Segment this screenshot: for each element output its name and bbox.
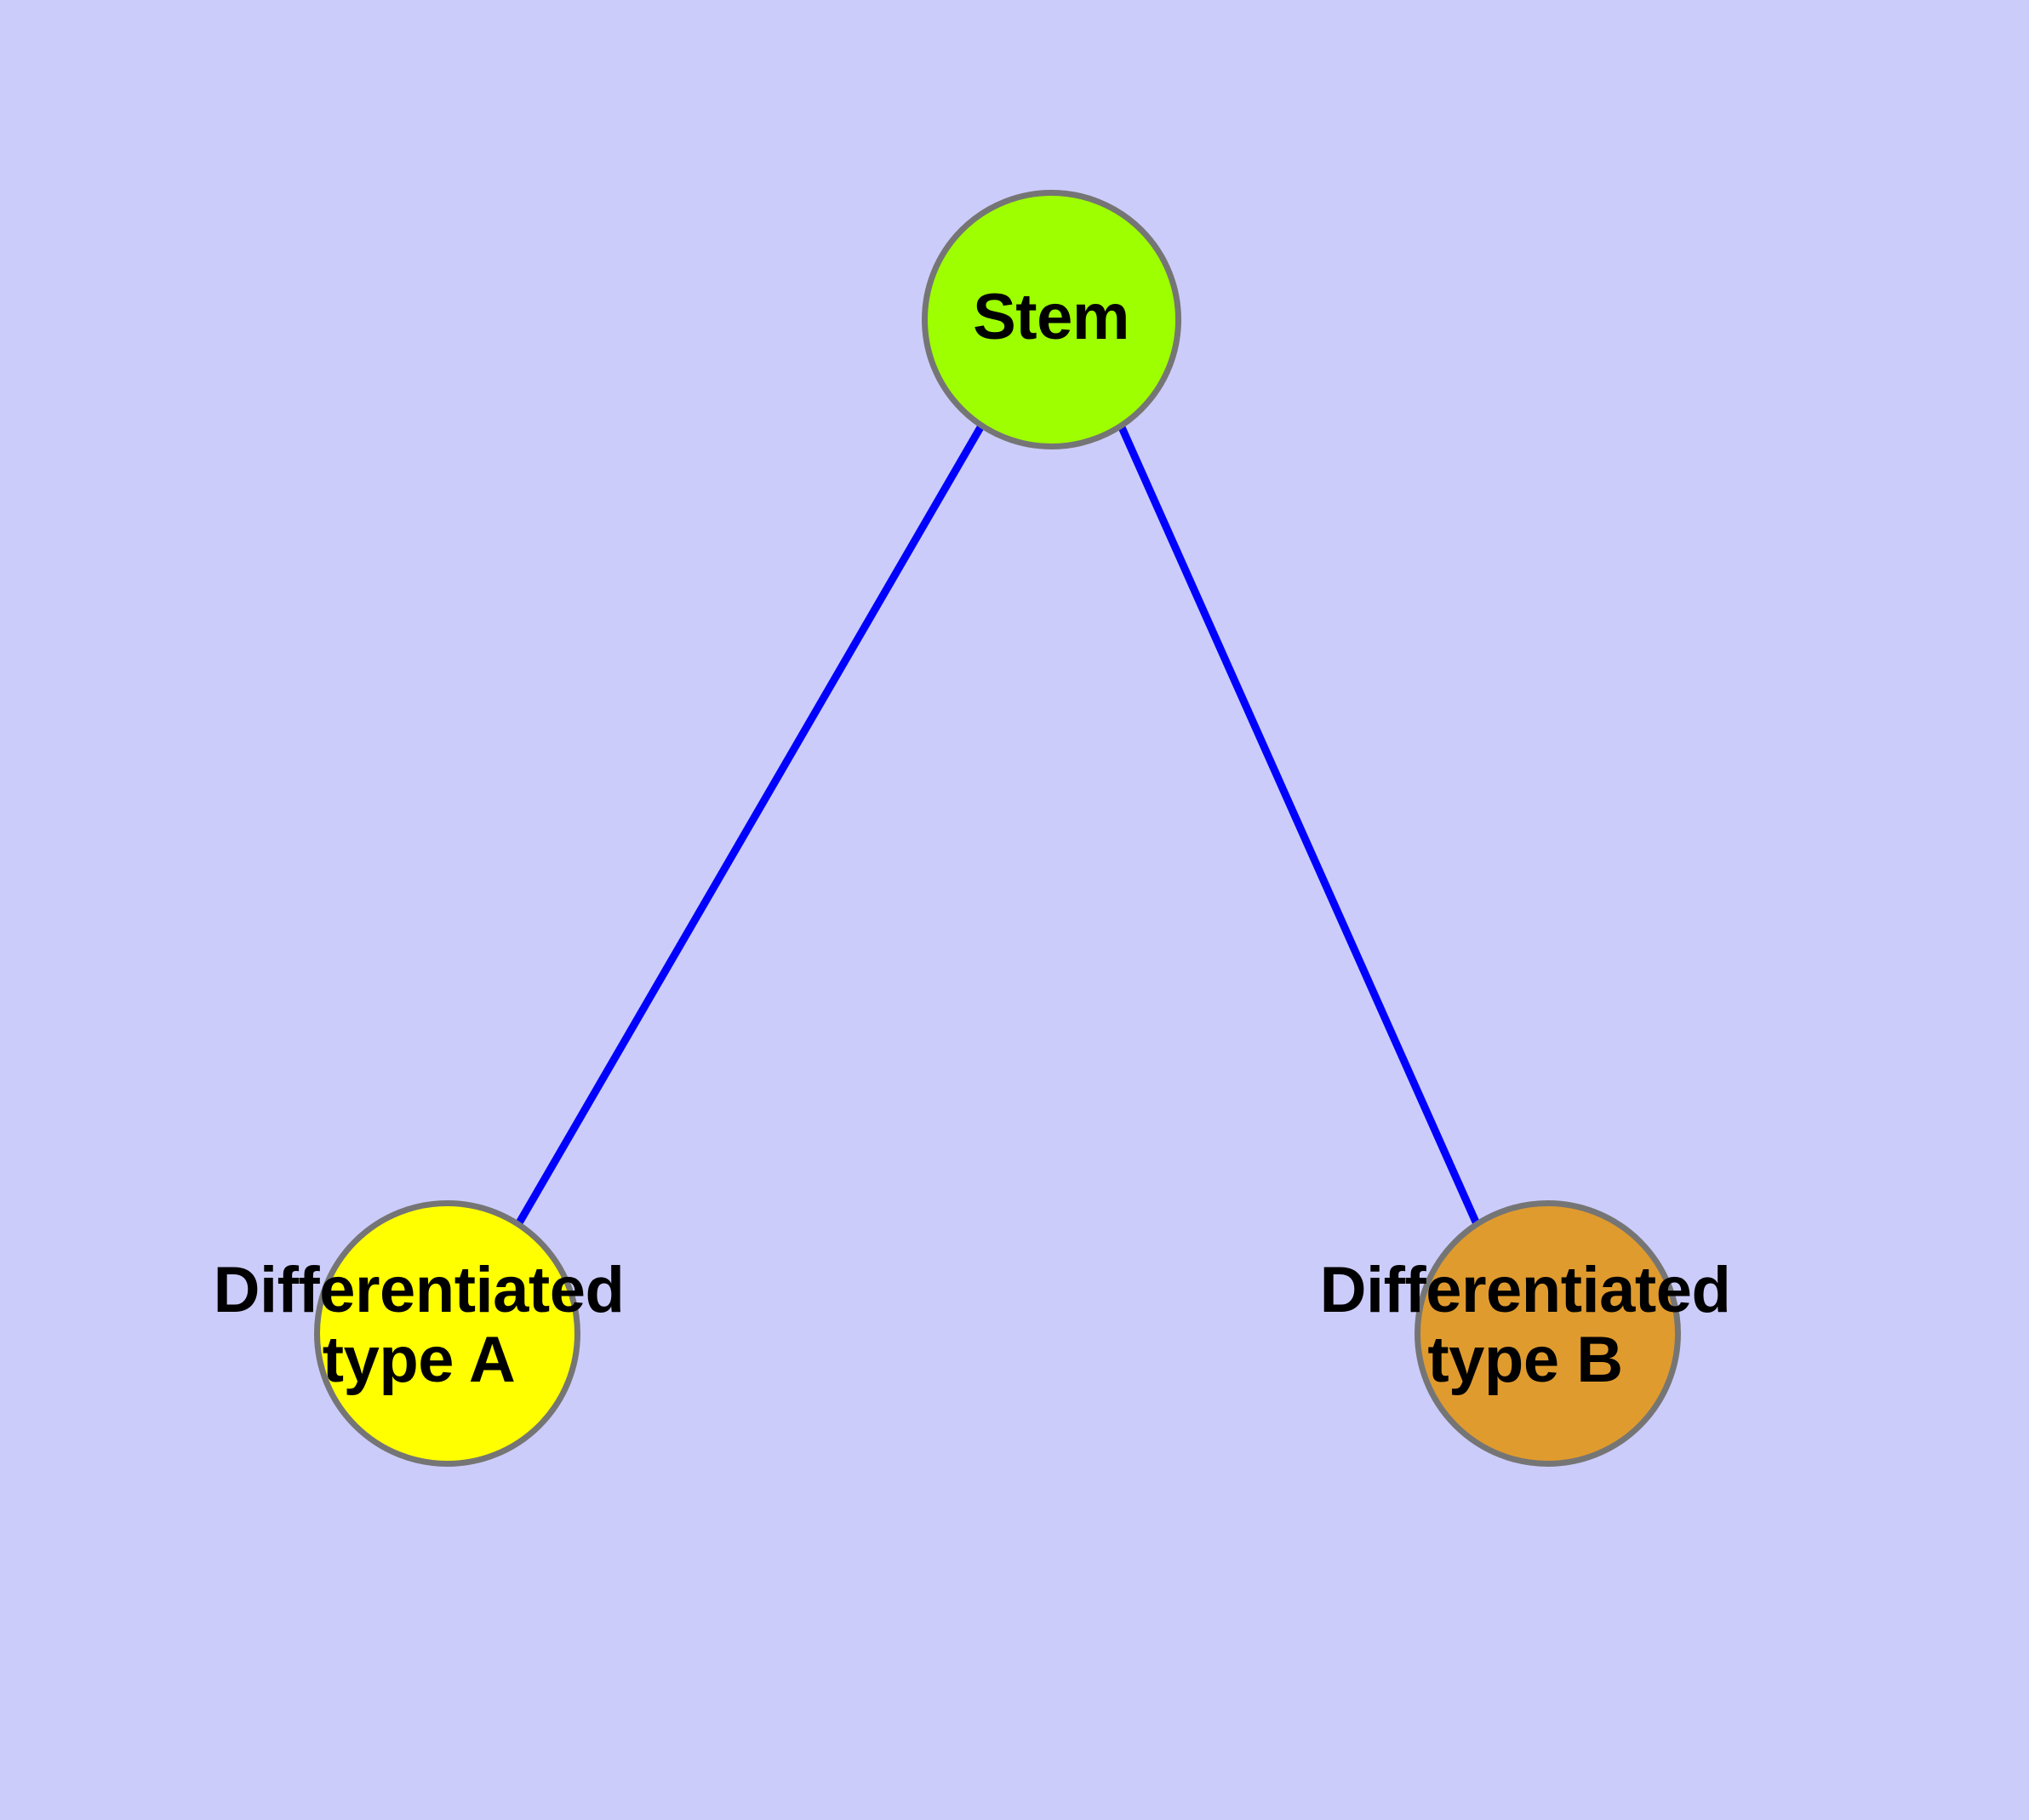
node-differentiated-type-a[interactable] — [314, 1200, 580, 1467]
edge-stem-to-differentiated-b — [1117, 426, 1482, 1228]
node-differentiated-type-b[interactable] — [1415, 1200, 1681, 1467]
edge-stem-to-differentiated-a — [514, 425, 984, 1228]
node-stem[interactable] — [922, 190, 1181, 449]
